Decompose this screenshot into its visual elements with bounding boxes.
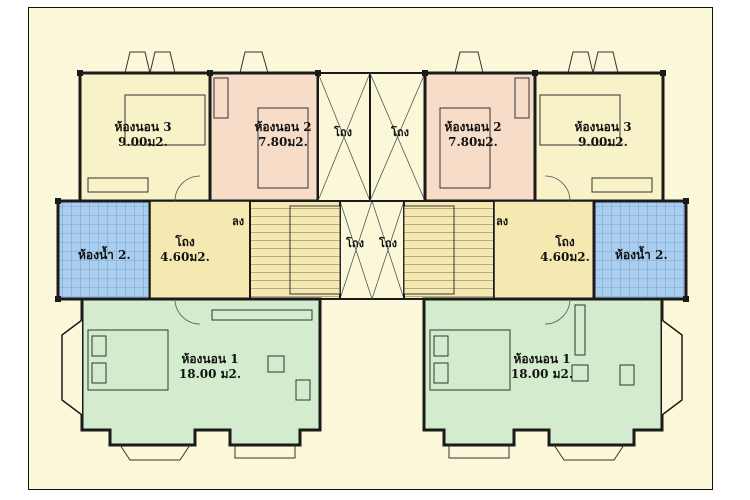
room-name: โถง [555,235,575,249]
room-name: โถง [175,235,195,249]
label-void-right-a: โถง [391,126,409,139]
room-area: 9.00ม2. [118,135,168,149]
room-area: 18.00 ม2. [178,367,242,381]
bedroom3-right-floor [533,71,665,203]
label-stair-down-left: ลง [232,215,245,228]
bathroom-left-floor [56,199,152,301]
room-name: ห้องน้ำ 2. [615,248,668,262]
room-name: ห้องนอน 1 [513,352,571,366]
room-name: ห้องนอน 3 [574,120,632,134]
bedroom2-right-floor [423,71,537,203]
room-area: 9.00ม2. [578,135,628,149]
bathroom-right-floor [592,199,688,301]
room-name: ห้องนอน 3 [114,120,172,134]
room-area: 4.60ม2. [160,250,210,264]
unit-right [369,51,688,461]
label-bedroom1-left: ห้องนอน 1 18.00 ม2. [165,352,255,382]
bedroom3-left-floor [78,71,212,203]
room-area: 4.60ม2. [540,250,590,264]
label-bathroom-left: ห้องน้ำ 2. [78,248,131,263]
bedroom1-left-floor [80,297,322,447]
room-area: 7.80ม2. [258,135,308,149]
room-area: 18.00 ม2. [510,367,574,381]
room-name: ห้องน้ำ 2. [78,248,131,262]
label-bedroom1-right: ห้องนอน 1 18.00 ม2. [497,352,587,382]
bedroom1-right-floor [422,297,664,447]
label-hall-right: โถง 4.60ม2. [530,235,600,265]
label-bathroom-right: ห้องน้ำ 2. [615,248,668,263]
label-void-left-b: โถง [346,237,364,250]
label-bedroom2-right: ห้องนอน 2 7.80ม2. [436,120,510,150]
room-area: 7.80ม2. [448,135,498,149]
room-name: ห้องนอน 2 [444,120,502,134]
label-bedroom3-left: ห้องนอน 3 9.00ม2. [103,120,183,150]
label-stair-down-right: ลง [496,215,509,228]
room-name: ห้องนอน 1 [181,352,239,366]
label-bedroom2-left: ห้องนอน 2 7.80ม2. [246,120,320,150]
hall-right-floor [493,200,595,300]
label-bedroom3-right: ห้องนอน 3 9.00ม2. [563,120,643,150]
label-void-right-b: โถง [379,237,397,250]
room-name: ห้องนอน 2 [254,120,312,134]
label-void-left-a: โถง [334,126,352,139]
label-hall-left: โถง 4.60ม2. [150,235,220,265]
